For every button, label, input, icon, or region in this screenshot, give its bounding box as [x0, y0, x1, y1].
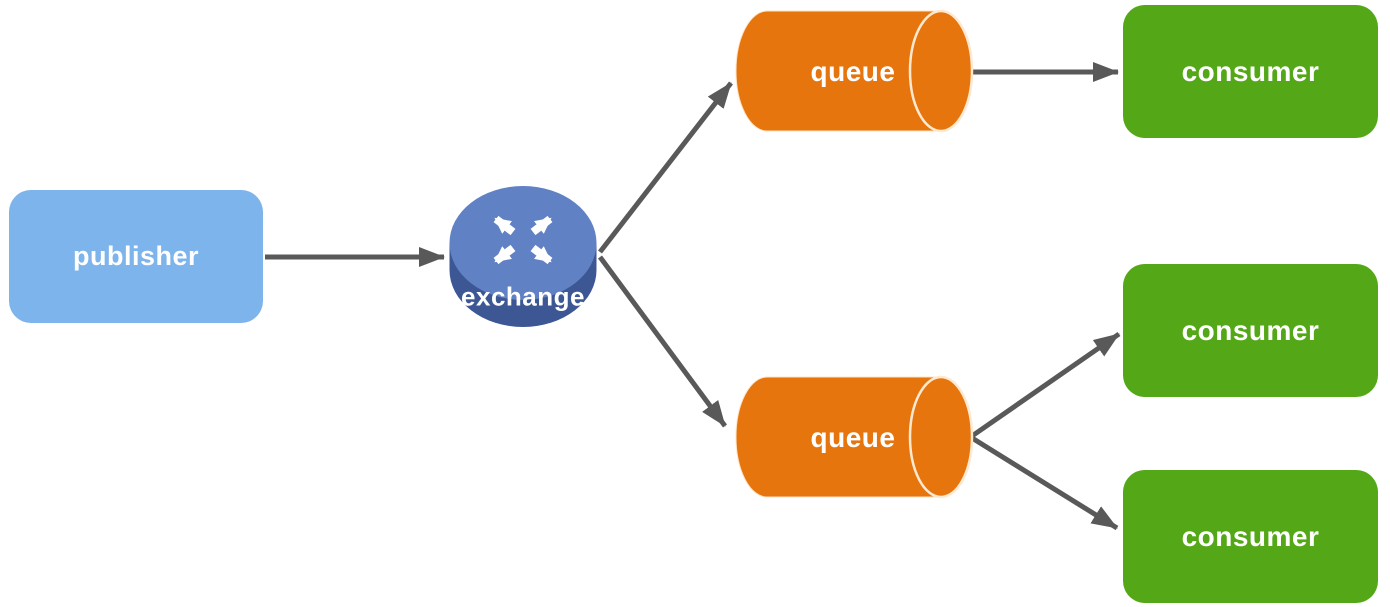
edge-exchange-to-queue-top [598, 81, 733, 254]
exchange-node [449, 186, 597, 327]
consumer-bottom-label: consumer [1181, 520, 1320, 552]
queue-top-node [735, 9, 974, 133]
consumer-middle-node: consumer [1123, 264, 1378, 397]
publisher-label: publisher [72, 241, 199, 271]
consumer-bottom-node: consumer [1123, 470, 1378, 603]
queue-top-cylinder-cap [908, 9, 974, 133]
crossed-arrows-icon [493, 215, 553, 265]
edge-queue-bottom-to-consumer-middle [970, 331, 1121, 439]
consumer-top-label: consumer [1181, 55, 1320, 87]
edge-arrows [265, 62, 1121, 531]
publisher-node: publisher [9, 190, 263, 323]
edge-queue-bottom-to-consumer-bottom [970, 435, 1119, 531]
exchange-top-face [449, 186, 597, 300]
queue-bottom-node [735, 375, 974, 499]
consumer-top-node: consumer [1123, 5, 1378, 138]
consumer-middle-label: consumer [1181, 314, 1320, 346]
queue-bottom-cylinder-cap [908, 375, 974, 499]
edge-exchange-to-queue-bottom [597, 255, 728, 428]
